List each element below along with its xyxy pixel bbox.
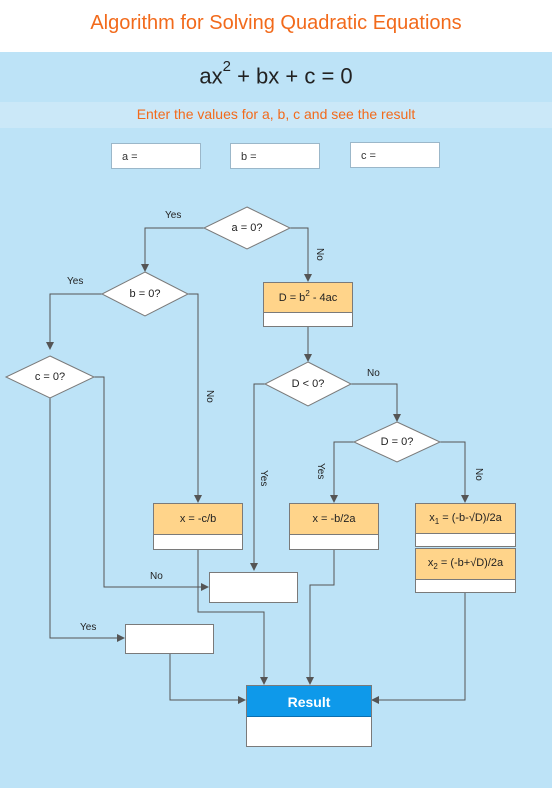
equation-rhs: + bx + c = 0 bbox=[230, 63, 353, 89]
edge-dneg-no bbox=[351, 383, 401, 422]
x2-suffix: = (-b+√D)/2a bbox=[437, 557, 504, 569]
edge-c-no bbox=[94, 376, 209, 591]
decision-c-zero-label: c = 0? bbox=[34, 371, 66, 383]
decision-d-negative bbox=[263, 361, 353, 407]
edge-c-yes bbox=[49, 398, 125, 642]
edge-b-no bbox=[188, 293, 202, 503]
page-title: Algorithm for Solving Quadratic Equation… bbox=[90, 12, 462, 34]
quadratic-equation: ax2 + bx + c = 0 bbox=[0, 58, 552, 89]
edge-label-b-no: No bbox=[204, 390, 215, 403]
edge-x2-result bbox=[371, 593, 466, 704]
x-double-formula: x = -b/2a bbox=[290, 504, 378, 535]
x1-subscript: 1 bbox=[434, 517, 440, 526]
decision-a-zero-label: a = 0? bbox=[231, 222, 263, 234]
infinite-solution-output-box bbox=[125, 624, 214, 654]
x1-box: x1 = (-b-√D)/2a bbox=[415, 503, 516, 547]
edge-label-a-no: No bbox=[314, 248, 325, 261]
x-linear-formula: x = -c/b bbox=[154, 504, 242, 535]
edge-dzero-no bbox=[440, 441, 469, 503]
b-input[interactable]: b = bbox=[230, 143, 320, 169]
equation-exponent: 2 bbox=[222, 58, 231, 75]
equation-lhs: ax bbox=[199, 63, 223, 89]
discriminant-suffix: - 4ac bbox=[309, 292, 338, 304]
edge-label-dzero-no: No bbox=[473, 468, 484, 481]
edge-xlinear-result bbox=[197, 550, 268, 685]
edge-lower-result bbox=[169, 653, 246, 704]
no-solution-output-box bbox=[209, 572, 298, 603]
instruction-band bbox=[0, 102, 552, 128]
x1-prefix: x bbox=[429, 512, 435, 524]
result-box: Result bbox=[246, 685, 372, 747]
x2-box: x2 = (-b+√D)/2a bbox=[415, 548, 516, 593]
edge-xdouble-result bbox=[306, 550, 335, 685]
discriminant-formula: D = b2 - 4ac bbox=[264, 283, 352, 313]
edge-label-c-yes: Yes bbox=[80, 622, 97, 633]
decision-c-zero bbox=[4, 355, 96, 399]
c-input[interactable]: c = bbox=[350, 142, 440, 168]
edge-label-dzero-yes: Yes bbox=[315, 463, 326, 480]
edge-label-a-yes: Yes bbox=[165, 210, 182, 221]
discriminant-box: D = b2 - 4ac bbox=[263, 282, 353, 327]
edge-a-no bbox=[290, 227, 312, 282]
decision-d-zero-label: D = 0? bbox=[380, 436, 414, 448]
header-band bbox=[0, 0, 552, 52]
decision-a-zero bbox=[202, 206, 292, 250]
x-double-box: x = -b/2a bbox=[289, 503, 379, 550]
x1-formula: x1 = (-b-√D)/2a bbox=[416, 504, 515, 534]
discriminant-prefix: D = b bbox=[278, 292, 306, 304]
result-label: Result bbox=[247, 686, 371, 717]
edge-label-dneg-no: No bbox=[367, 368, 380, 379]
decision-d-zero bbox=[352, 421, 442, 463]
edge-dneg-yes bbox=[250, 383, 265, 571]
edge-a-yes bbox=[141, 227, 204, 272]
x2-prefix: x bbox=[427, 557, 434, 569]
edge-dzero-yes bbox=[330, 441, 354, 503]
instruction-text: Enter the values for a, b, c and see the… bbox=[136, 106, 416, 122]
x-linear-box: x = -c/b bbox=[153, 503, 243, 550]
decision-b-zero bbox=[100, 271, 190, 317]
a-input[interactable]: a = bbox=[111, 143, 201, 169]
x2-subscript: 2 bbox=[433, 562, 438, 571]
edge-label-c-no: No bbox=[150, 571, 163, 582]
x2-formula: x2 = (-b+√D)/2a bbox=[416, 549, 515, 580]
decision-b-zero-label: b = 0? bbox=[129, 288, 161, 300]
edge-b-yes bbox=[46, 293, 102, 350]
edge-label-dneg-yes: Yes bbox=[258, 470, 269, 487]
decision-d-negative-label: D < 0? bbox=[291, 378, 325, 390]
x1-suffix: = (-b-√D)/2a bbox=[439, 512, 502, 524]
edge-label-b-yes: Yes bbox=[67, 276, 84, 287]
discriminant-exponent: 2 bbox=[305, 289, 310, 298]
